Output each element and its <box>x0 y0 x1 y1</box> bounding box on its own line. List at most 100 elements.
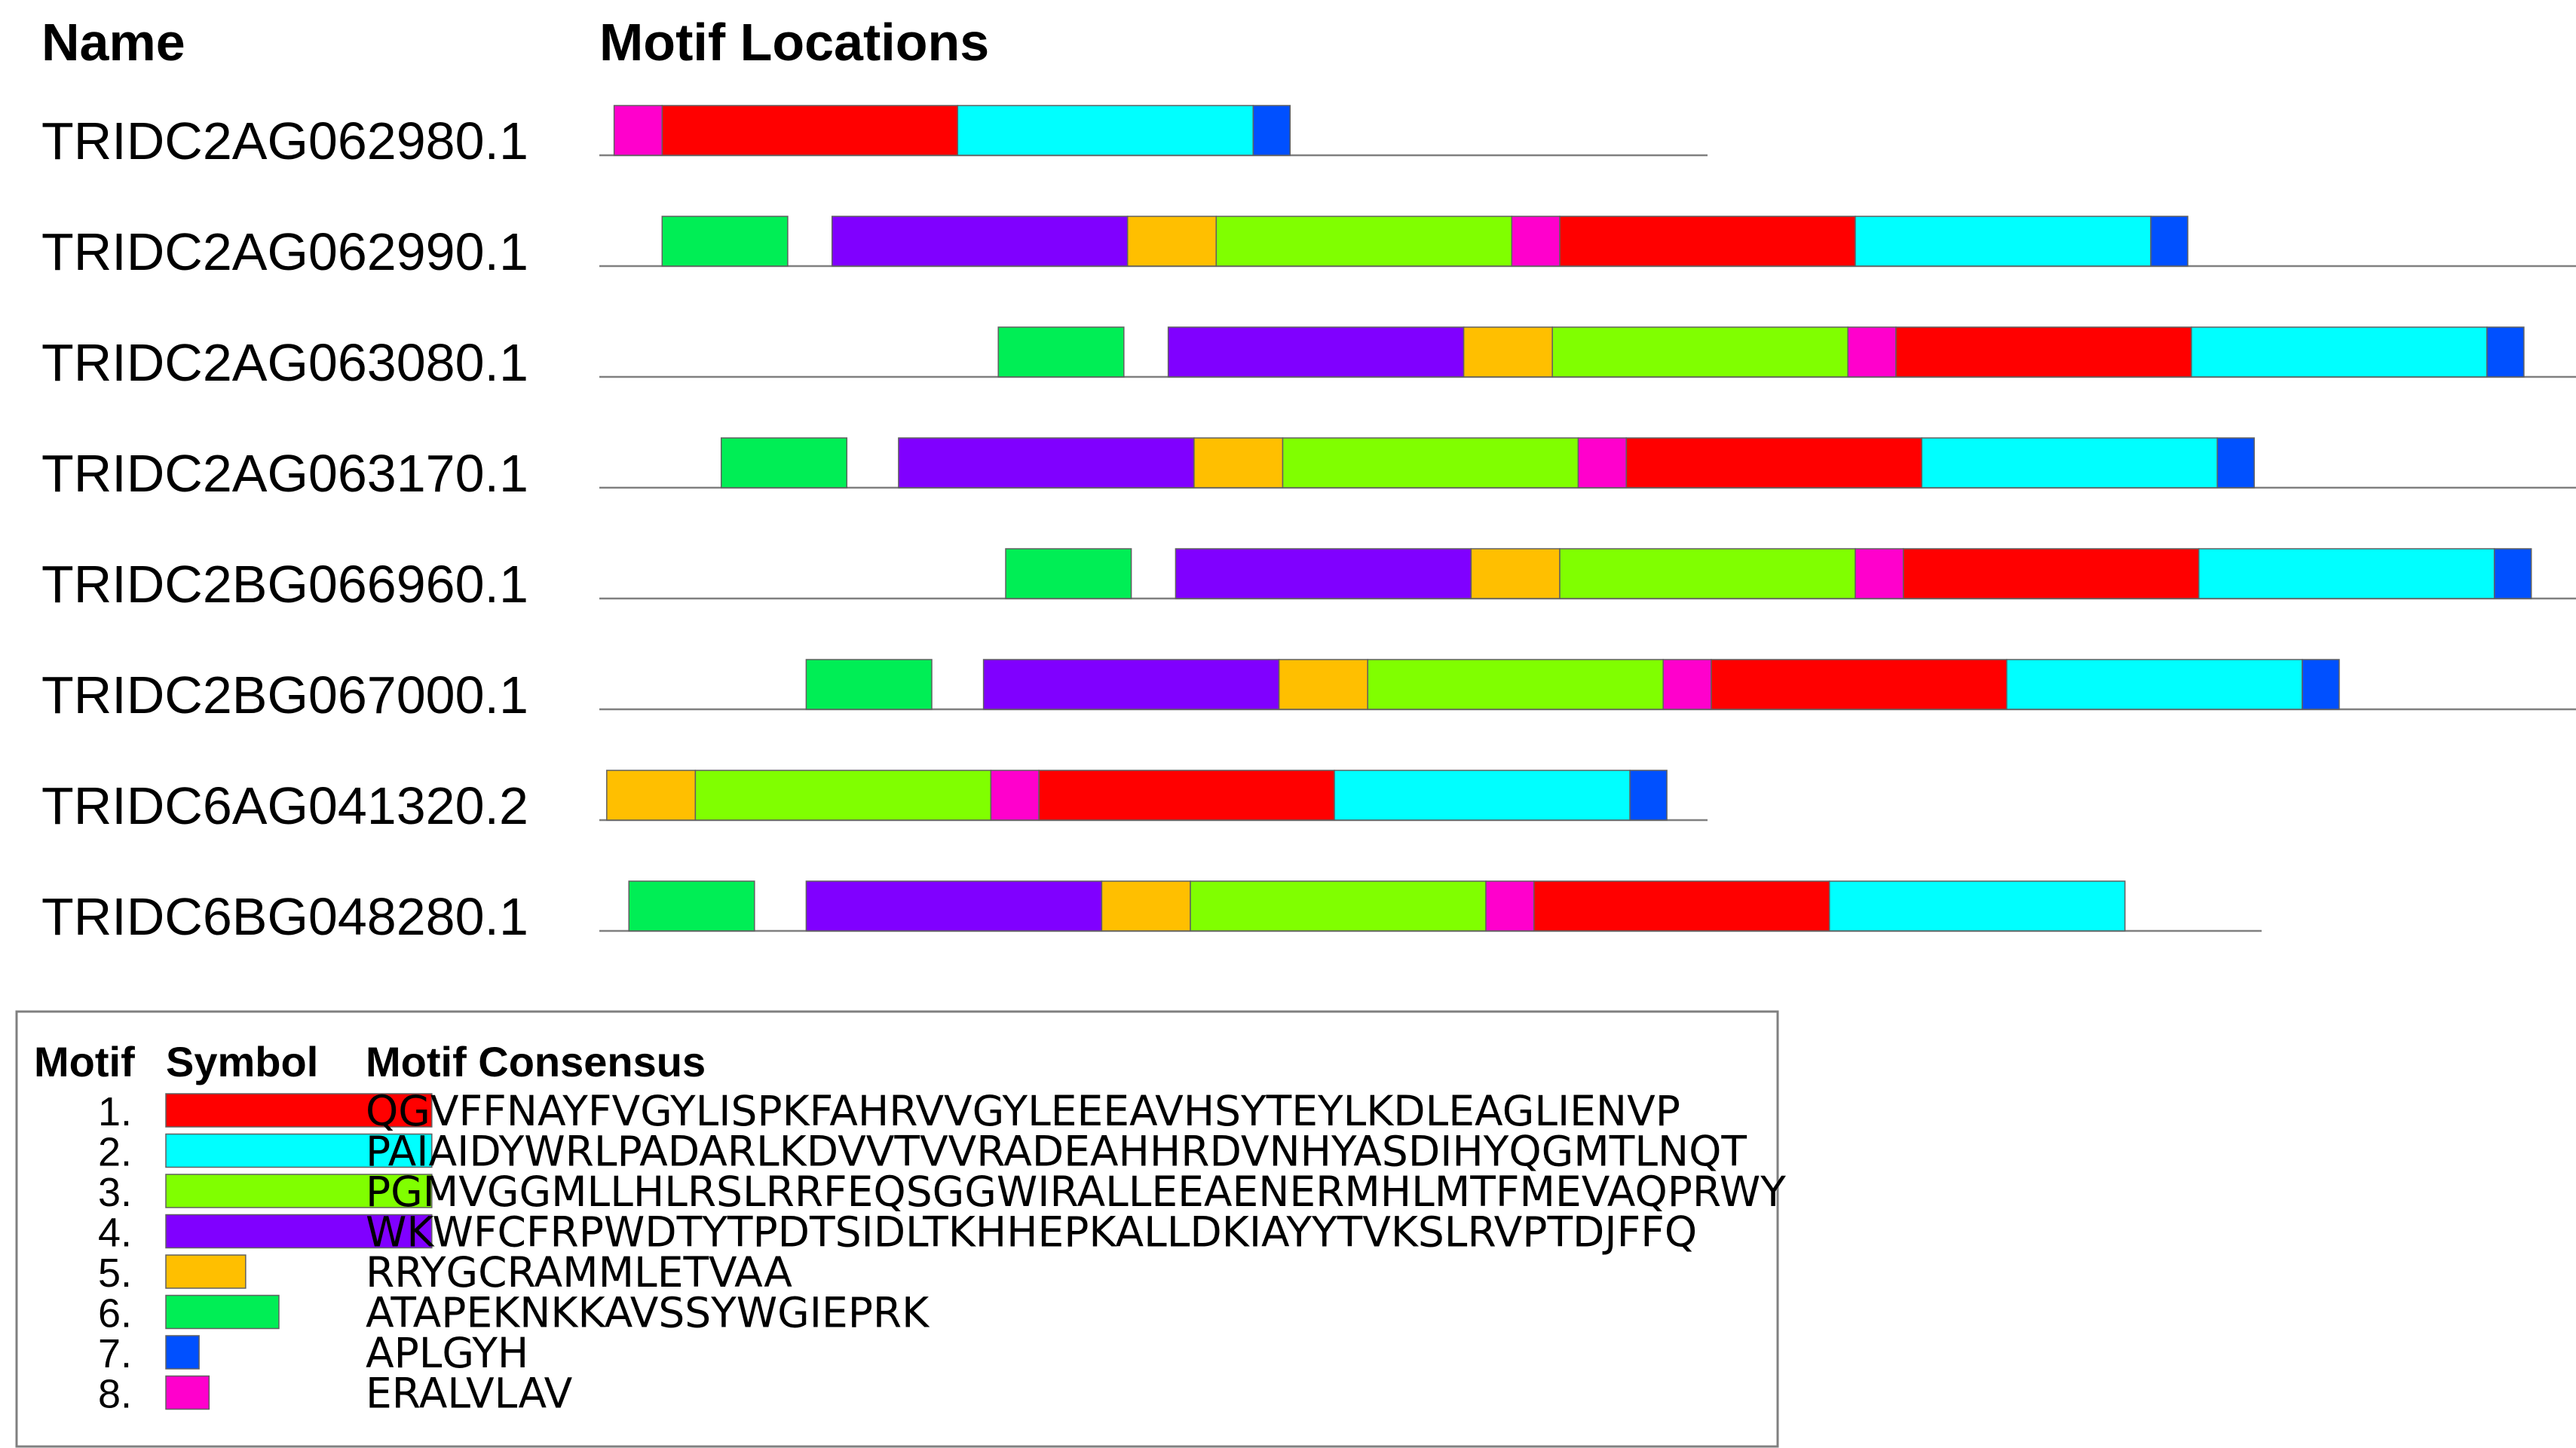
sequence-name: TRIDC2AG062990.1 <box>41 222 528 281</box>
motif-2-block <box>1855 216 2152 267</box>
sequence-row: TRIDC2BG066960.1 <box>41 548 2576 614</box>
motif-6-block <box>1005 548 1132 599</box>
motif-3-block <box>1215 216 1513 267</box>
legend-motif-number: 1. <box>98 1089 132 1134</box>
motif-locations-header: Motif Locations <box>599 13 989 72</box>
legend-motif-number: 8. <box>98 1372 132 1417</box>
legend-row: 6. ATAPEKNKKAVSSYWGIEPRK <box>98 1289 930 1337</box>
motif-1-block <box>1559 216 1856 267</box>
motif-8-block <box>613 105 663 156</box>
sequence-row: TRIDC2AG062980.1 <box>41 105 1708 170</box>
legend-row: 1. QGVFFNAYFVGYLISPKFAHRVVGYLEEEAVHSYTEYL… <box>98 1087 1680 1135</box>
sequence-row: TRIDC2BG067000.1 <box>41 659 2576 724</box>
motif-4-block <box>982 659 1280 710</box>
motif-4-block <box>1167 326 1465 378</box>
motif-3-block <box>1559 548 1856 599</box>
sequence-name: TRIDC6BG048280.1 <box>41 887 528 946</box>
motif-7-block <box>2302 659 2340 710</box>
sequence-name: TRIDC2AG062980.1 <box>41 112 528 170</box>
motif-5-block <box>1278 659 1368 710</box>
motif-6-block <box>628 880 755 932</box>
motif-3-block <box>1367 659 1664 710</box>
legend-motif-number: 3. <box>98 1170 132 1215</box>
motif-4-block <box>898 437 1195 488</box>
motif-2-block <box>1921 437 2218 488</box>
legend-row: 3. PGMVGGMLLHLRSLRRFEQSGGWIRALLEEAENERMHL… <box>98 1168 1786 1216</box>
motif-8-block <box>1662 659 1712 710</box>
motif-2-block <box>1334 770 1631 821</box>
motif-7-block <box>2150 216 2189 267</box>
motif-4-block <box>805 880 1103 932</box>
motif-2-block <box>957 105 1254 156</box>
legend-motif-number: 2. <box>98 1130 132 1175</box>
legend-consensus-sequence: RRYGCRAMMLETVAA <box>366 1248 792 1296</box>
motif-3-block <box>1282 437 1579 488</box>
motif-3-block <box>1551 326 1849 378</box>
legend-consensus-sequence: ERALVLAV <box>366 1370 573 1418</box>
motif-7-block <box>2486 326 2525 378</box>
sequence-row: TRIDC2AG063170.1 <box>41 437 2576 503</box>
motif-1-block <box>1895 326 2192 378</box>
sequence-row: TRIDC6AG041320.2 <box>41 770 1708 835</box>
legend-consensus-sequence: QGVFFNAYFVGYLISPKFAHRVVGYLEEEAVHSYTEYLKD… <box>366 1087 1680 1135</box>
sequence-name: TRIDC2BG067000.1 <box>41 666 528 724</box>
legend-row: 8. ERALVLAV <box>98 1370 573 1418</box>
legend-motif-number: 5. <box>98 1251 132 1296</box>
legend-symbol-swatch <box>165 1133 433 1168</box>
motif-8-block <box>1577 437 1627 488</box>
legend-consensus-sequence: ATAPEKNKKAVSSYWGIEPRK <box>366 1289 930 1337</box>
legend-row: 4. WKWFCFRPWDTYTPDTSIDLTKHHEPKALLDKIAYYTV… <box>98 1208 1697 1257</box>
motif-1-block <box>1533 880 1830 932</box>
legend-row: 2.PAIAIDYWRLPADARLKDVVTVVRADEAHHRDVNHYAS… <box>98 1128 1747 1176</box>
legend-symbol-swatch <box>165 1294 280 1330</box>
legend-row: 7.APLGYH <box>98 1329 528 1377</box>
motif-6-block <box>997 326 1125 378</box>
sequence-row: TRIDC6BG048280.1 <box>41 880 2262 946</box>
legend-row: 5. RRYGCRAMMLETVAA <box>98 1248 792 1296</box>
motif-8-block <box>1511 216 1561 267</box>
motif-8-block <box>1485 880 1535 932</box>
legend-symbol-swatch <box>165 1214 433 1249</box>
motif-7-block <box>2216 437 2255 488</box>
legend-consensus-header: Motif Consensus <box>366 1038 706 1085</box>
motif-2-block <box>2191 326 2488 378</box>
legend-frame <box>15 1010 1779 1448</box>
motif-7-block <box>2493 548 2532 599</box>
legend-motif-header: Motif <box>34 1038 135 1085</box>
legend-symbol-header: Symbol <box>166 1038 318 1085</box>
motif-5-block <box>606 770 697 821</box>
motif-4-block <box>831 216 1129 267</box>
motif-5-block <box>1126 216 1218 267</box>
sequence-rows: TRIDC2AG062980.1TRIDC2AG062990.1TRIDC2AG… <box>41 105 2576 946</box>
motif-8-block <box>1847 326 1897 378</box>
motif-5-block <box>1470 548 1561 599</box>
sequence-row: TRIDC2AG062990.1 <box>41 216 2576 281</box>
motif-legend: Motif Symbol Motif Consensus 1. QGVFFNAYF… <box>15 1010 1786 1448</box>
motif-2-block <box>2198 548 2495 599</box>
motif-5-block <box>1101 880 1191 932</box>
motif-1-block <box>1711 659 2008 710</box>
motif-7-block <box>1252 105 1291 156</box>
motif-5-block <box>1193 437 1284 488</box>
motif-8-block <box>990 770 1040 821</box>
sequence-row: TRIDC2AG063080.1 <box>41 326 2576 392</box>
legend-consensus-sequence: WKWFCFRPWDTYTPDTSIDLTKHHEPKALLDKIAYYTVKS… <box>366 1208 1697 1257</box>
motif-2-block <box>2006 659 2303 710</box>
legend-motif-number: 4. <box>98 1211 132 1256</box>
motif-6-block <box>661 216 789 267</box>
name-column-header: Name <box>41 13 185 72</box>
legend-motif-number: 6. <box>98 1291 132 1336</box>
sequence-name: TRIDC2AG063080.1 <box>41 333 528 392</box>
legend-consensus-sequence: APLGYH <box>366 1329 528 1377</box>
motif-7-block <box>1629 770 1668 821</box>
motif-5-block <box>1463 326 1553 378</box>
motif-1-block <box>1038 770 1335 821</box>
sequence-name: TRIDC2BG066960.1 <box>41 555 528 614</box>
legend-symbol-swatch <box>165 1335 200 1370</box>
sequence-name: TRIDC2AG063170.1 <box>41 444 528 503</box>
motif-2-block <box>1828 880 2126 932</box>
motif-1-block <box>1902 548 2200 599</box>
motif-6-block <box>720 437 848 488</box>
legend-consensus-sequence: PGMVGGMLLHLRSLRRFEQSGGWIRALLEEAENERMHLMT… <box>366 1168 1786 1216</box>
